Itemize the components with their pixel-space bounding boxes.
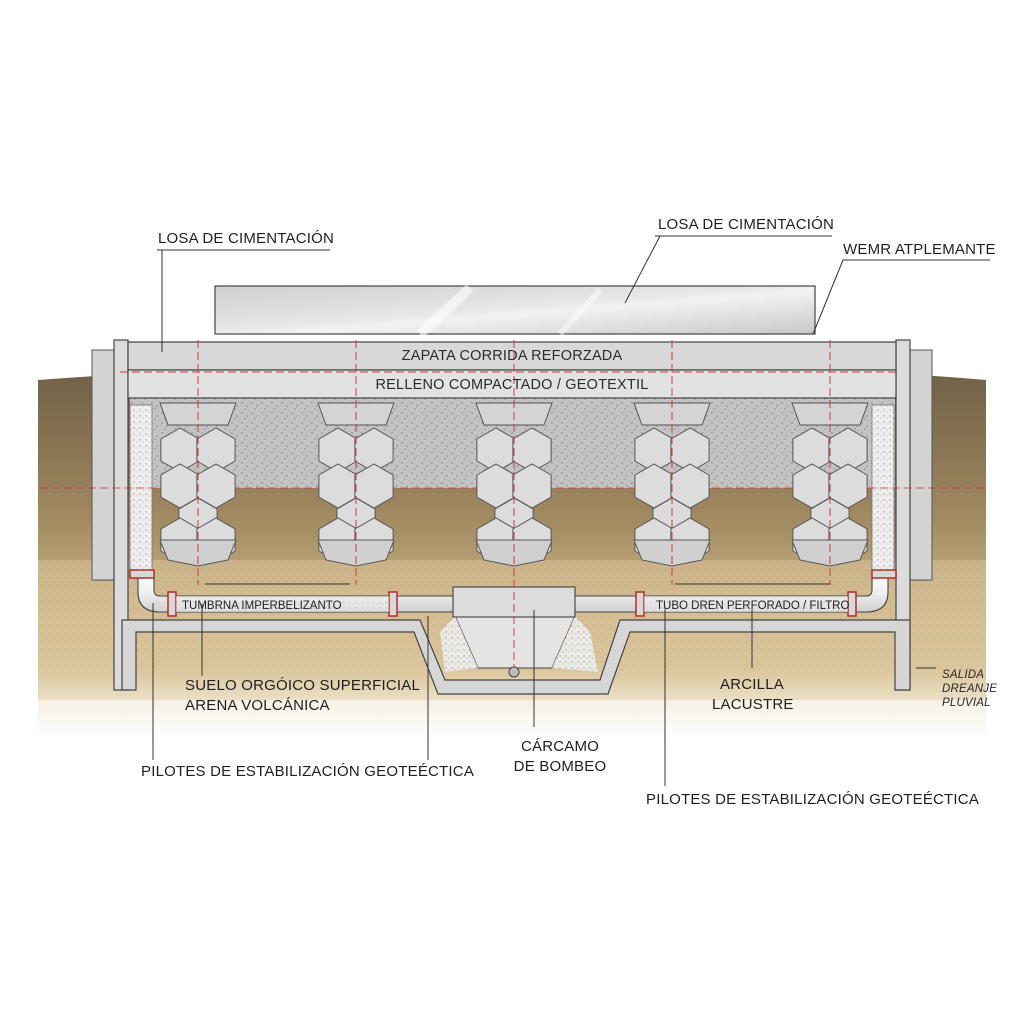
- left-outer-wall: [91, 349, 115, 581]
- pile-tip: [633, 539, 711, 567]
- label-arcilla-line2: LACUSTRE: [712, 696, 794, 713]
- label-losa-right: LOSA DE CIMENTACIÓN: [658, 216, 835, 233]
- label-wemr: WEMR ATPLEMANTE: [843, 241, 996, 258]
- label-salida-line2: DREANJE: [942, 683, 998, 695]
- left-inner-wall: [113, 339, 129, 691]
- pile-column: [475, 340, 553, 585]
- label-suelo-line2: ARENA VOLCÁNICA: [185, 697, 330, 714]
- label-carcamo-line1: CÁRCAMO: [520, 738, 600, 755]
- pile-tip: [317, 539, 395, 567]
- pump-outlet: [508, 666, 520, 678]
- perforated-segment: [644, 596, 848, 612]
- left-membrane: [129, 404, 153, 576]
- pile-column: [633, 340, 711, 585]
- label-relleno: RELLENO COMPACTADO / GEOTEXTIL: [375, 377, 649, 393]
- label-salida: SALIDA DREANJE PLUVIAL: [942, 668, 997, 710]
- pile-column: [159, 340, 237, 585]
- right-membrane: [871, 404, 895, 576]
- pile-tip: [475, 539, 553, 567]
- right-outer-wall: [909, 349, 933, 581]
- relleno-beam: [127, 369, 897, 399]
- pile-tip: [791, 539, 869, 567]
- pile-tip: [159, 539, 237, 567]
- pile-column: [317, 340, 395, 585]
- label-carcamo: CÁRCAMO DE BOMBEO: [505, 737, 615, 777]
- slab-glare: [416, 284, 474, 338]
- bottom-slab: [121, 619, 911, 695]
- label-losa-left: LOSA DE CIMENTACIÓN: [158, 230, 335, 247]
- perforated-segment: [176, 596, 389, 612]
- label-suelo: SUELO ORGÓICO SUPERFICIAL ARENA VOLCÁNIC…: [185, 676, 420, 716]
- upper-slab: [214, 285, 816, 335]
- label-pilotes-left: PILOTES DE ESTABILIZACIÓN GEOTEÉCTICA: [141, 763, 475, 780]
- label-salida-line3: PLUVIAL: [942, 697, 991, 709]
- label-membrana: TUMBRNA IMPERBELIZANTO: [182, 600, 342, 612]
- sump-top: [452, 586, 576, 618]
- leader-lines: [152, 235, 990, 786]
- label-carcamo-line2: DE BOMBEO: [513, 758, 607, 775]
- label-suelo-line1: SUELO ORGÓICO SUPERFICIAL: [185, 677, 421, 694]
- label-tubo-dren: TUBO DREN PERFORADO / FILTRO: [656, 600, 850, 612]
- label-salida-line1: SALIDA: [942, 669, 985, 681]
- white-fade: [38, 700, 986, 745]
- label-zapata: ZAPATA CORRIDA REFORZADA: [401, 348, 623, 364]
- label-arcilla-line1: ARCILLA: [720, 676, 784, 693]
- label-pilotes-right: PILOTES DE ESTABILIZACIÓN GEOTEÉCTICA: [646, 791, 980, 808]
- pile-group: [159, 340, 869, 585]
- pile-column: [791, 340, 869, 585]
- label-arcilla: ARCILLA LACUSTRE: [712, 675, 794, 715]
